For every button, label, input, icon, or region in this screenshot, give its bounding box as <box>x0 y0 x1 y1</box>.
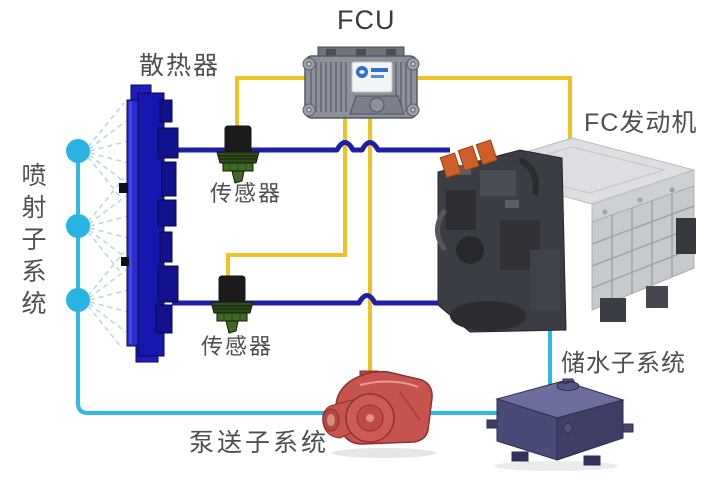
sensor-top-icon <box>216 125 260 184</box>
sensor-bottom-label: 传感器 <box>201 334 274 359</box>
engine-grille <box>591 194 695 302</box>
engine-machinery-detail <box>435 157 560 331</box>
radiator-label: 散热器 <box>139 52 221 80</box>
injection-subsystem-label: 喷射子系统 <box>18 162 46 322</box>
fcu-unit <box>302 46 420 119</box>
pump-illustration <box>322 370 436 458</box>
coolant-lines <box>172 140 450 306</box>
fcu-label: FCU <box>337 5 396 35</box>
engine-connectors <box>439 139 498 179</box>
radiator-illustration <box>119 84 179 363</box>
spray-rays <box>87 102 129 349</box>
spray-node-icons <box>66 139 90 312</box>
fcu-mounting-ears <box>302 57 420 117</box>
sensor-bottom-icon <box>210 275 254 334</box>
fc-engine-label: FC发动机 <box>584 109 698 137</box>
fcu-brand-sticker <box>351 61 393 93</box>
sensor-top-label: 传感器 <box>210 181 283 206</box>
fc-engine-illustration <box>435 137 696 333</box>
control-lines <box>226 76 572 376</box>
water-storage-subsystem-label: 储水子系统 <box>561 350 686 377</box>
water-tank-illustration <box>486 378 634 471</box>
pumping-subsystem-label: 泵送子系统 <box>189 429 330 457</box>
